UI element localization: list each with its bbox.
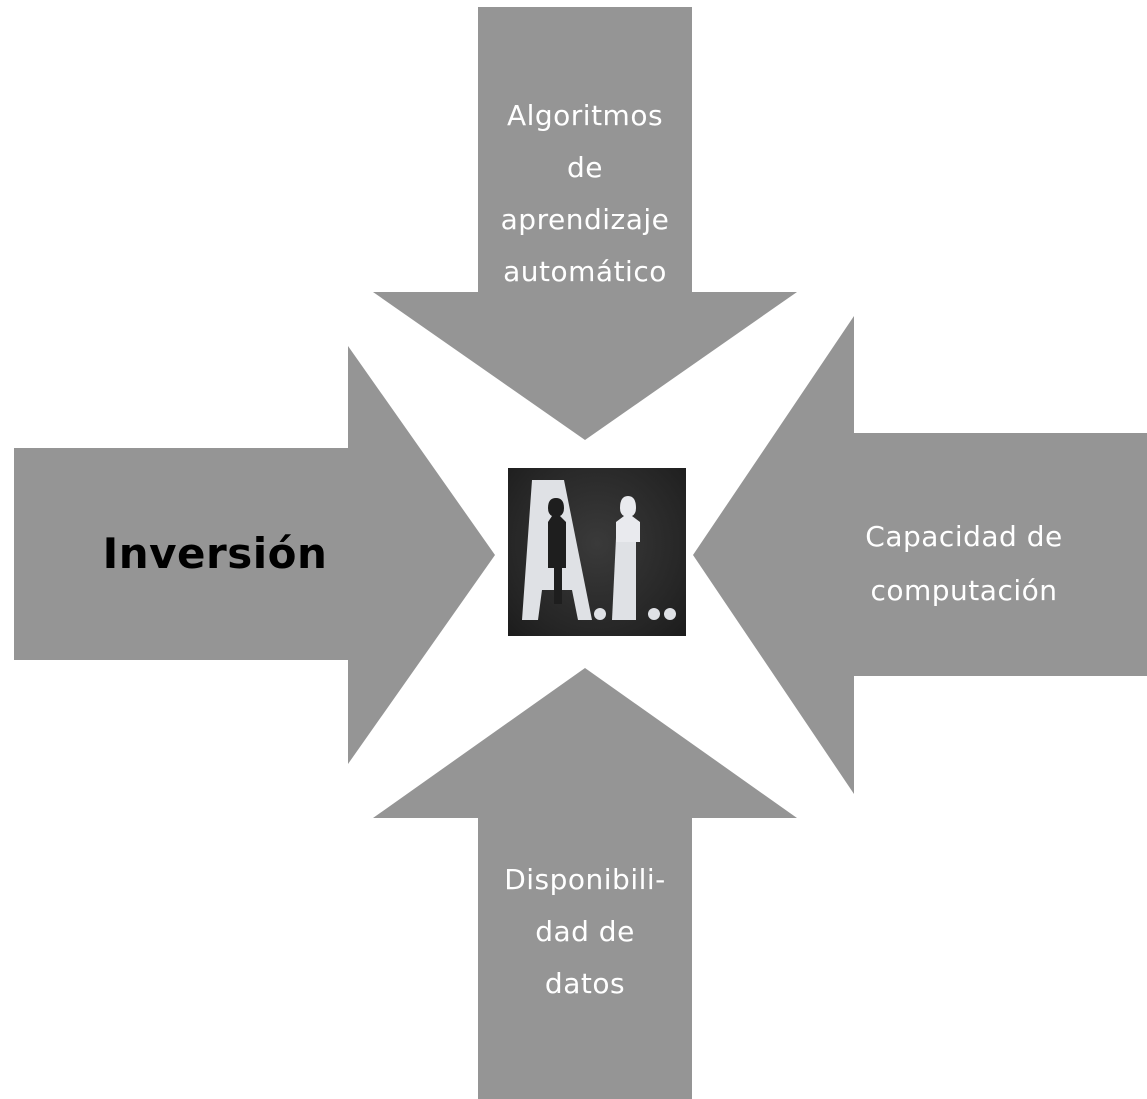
logo-dot-3	[664, 608, 676, 620]
ai-movie-logo-icon	[508, 468, 686, 636]
label-inversion: Inversión	[102, 529, 328, 578]
arrow-right	[693, 316, 1147, 794]
arrow-top	[373, 7, 797, 440]
logo-boy-silhouette	[616, 496, 640, 542]
label-disponibilidad: Disponibili- dad de datos	[504, 863, 666, 1000]
label-algoritmos: Algoritmos de aprendizaje automático	[500, 99, 670, 288]
logo-child-silhouette	[548, 498, 566, 604]
logo-dot-1	[594, 608, 606, 620]
logo-dot-2	[648, 608, 660, 620]
arrow-bottom	[373, 668, 797, 1099]
arrow-left	[14, 346, 495, 764]
logo-letter-i	[612, 538, 636, 620]
label-capacidad: Capacidad de computación	[865, 520, 1063, 607]
